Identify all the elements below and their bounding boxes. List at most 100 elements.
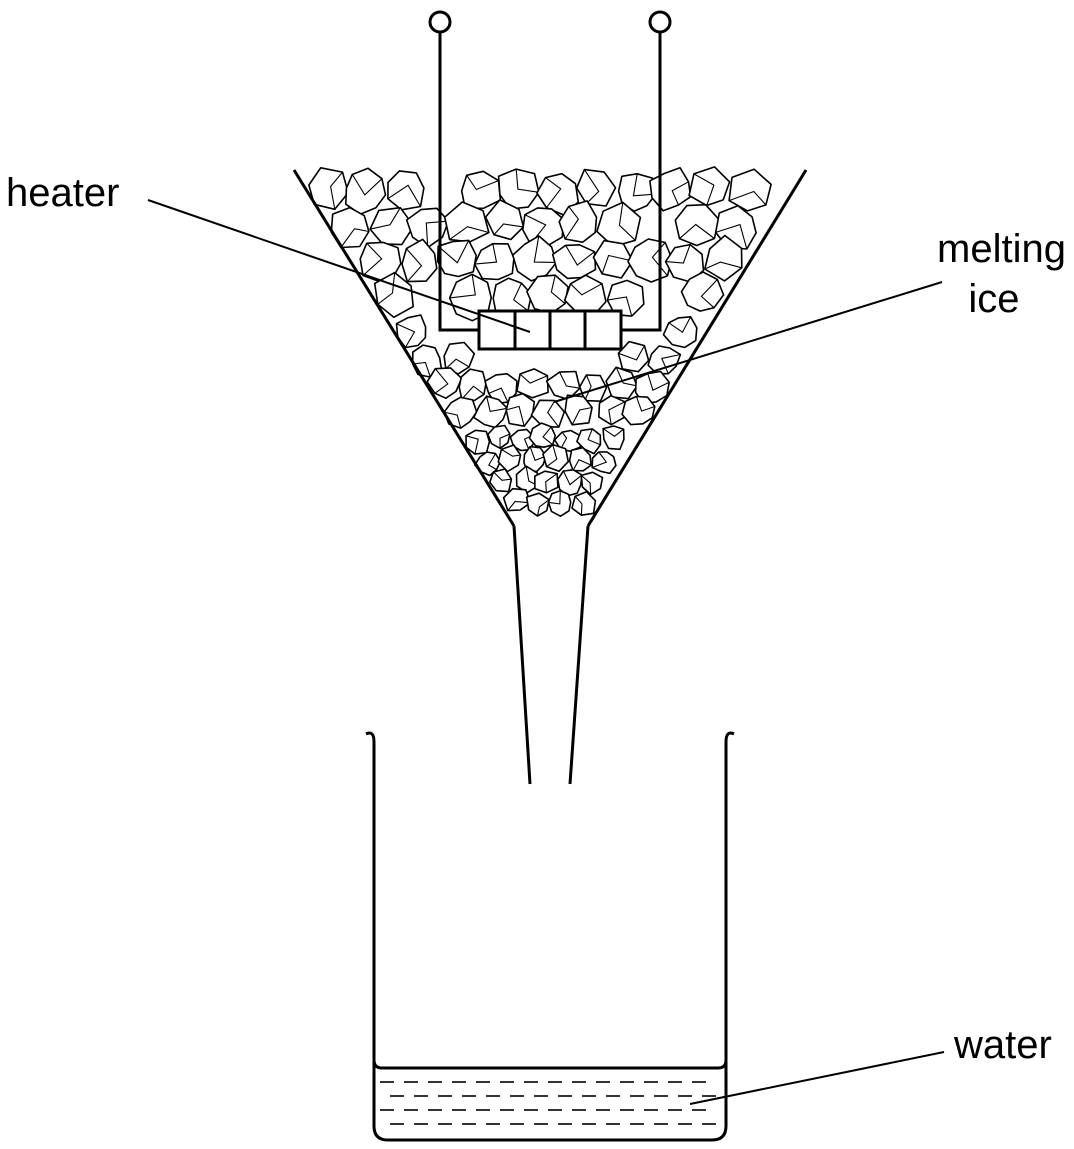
ice-cube xyxy=(627,238,673,283)
ice-crack xyxy=(608,401,626,425)
heater-leads xyxy=(428,10,672,332)
beaker xyxy=(365,731,735,1142)
ice-cube xyxy=(680,271,725,312)
terminal-right xyxy=(648,10,672,34)
ice-crack xyxy=(465,435,479,455)
water-dashes xyxy=(380,1081,716,1125)
ice-crack xyxy=(449,226,489,241)
ice-cube xyxy=(649,166,692,212)
ice-crack xyxy=(488,453,497,471)
ice-cube xyxy=(578,374,608,403)
funnel-stem-left xyxy=(512,525,532,785)
ice-cube xyxy=(443,396,478,429)
ice-crack xyxy=(546,444,558,468)
ice-crack xyxy=(618,345,645,361)
water-leader-line xyxy=(689,1051,945,1105)
ice-crack xyxy=(668,316,692,334)
ice-cube xyxy=(387,170,425,211)
ice-crack xyxy=(499,433,511,449)
ice-cube xyxy=(664,243,705,283)
ice-crack xyxy=(542,426,554,446)
ice-crack xyxy=(728,190,767,206)
ice-crack xyxy=(362,242,383,276)
ice-crack xyxy=(635,396,655,412)
ice-crack xyxy=(506,405,525,427)
ice-crack xyxy=(444,411,462,429)
ice-crack xyxy=(501,448,521,457)
ice-cube xyxy=(621,395,656,426)
ice-crack xyxy=(572,458,592,471)
ice-cube xyxy=(492,277,533,320)
ice-crack xyxy=(545,473,558,493)
funnel xyxy=(292,169,808,785)
ice-crack xyxy=(592,451,608,469)
ice-crack xyxy=(583,169,600,205)
ice-crack xyxy=(387,184,421,207)
ice-cube xyxy=(571,490,597,517)
ice-cube xyxy=(458,368,487,402)
ice-crack xyxy=(618,202,636,241)
melting-ice-label-line1: melting xyxy=(937,227,1066,271)
ice-crack xyxy=(665,244,691,264)
ice-cube xyxy=(602,425,625,451)
ice-crack xyxy=(445,358,470,370)
ice-cube xyxy=(605,366,638,400)
ice-crack xyxy=(704,261,742,270)
ice-cube xyxy=(405,207,450,249)
ice-crack xyxy=(565,245,595,266)
water-label: water xyxy=(953,1023,1052,1067)
ice-crack xyxy=(602,428,624,437)
terminal-left xyxy=(428,10,452,34)
ice-cube xyxy=(703,234,743,282)
ice-cube xyxy=(568,446,592,472)
ice-crack xyxy=(560,431,568,450)
ice-crack xyxy=(449,274,477,299)
ice-cube xyxy=(597,394,626,426)
ice-crack xyxy=(533,235,557,263)
ice-cube xyxy=(373,271,415,319)
ice-crack xyxy=(548,490,561,505)
water xyxy=(372,1059,728,1125)
ice-crack xyxy=(679,223,715,240)
ice-cube xyxy=(436,239,478,278)
ice-crack xyxy=(580,474,592,495)
ice-crack xyxy=(559,371,580,389)
ice-crack xyxy=(715,223,748,250)
ice-crack xyxy=(615,366,638,387)
ice-crack xyxy=(474,243,498,265)
ice-cube xyxy=(359,241,402,283)
ice-crack xyxy=(587,428,601,446)
ice-cube xyxy=(542,443,570,473)
ice-crack xyxy=(351,174,383,196)
ice-crack xyxy=(330,171,343,210)
ice-cube xyxy=(580,471,604,496)
ice-crack xyxy=(466,174,499,191)
ice-cube xyxy=(592,239,634,279)
ice-crack xyxy=(574,496,583,516)
ice-crack xyxy=(647,373,670,391)
ice-crack xyxy=(412,361,431,378)
ice-crack xyxy=(562,470,583,486)
ice-crack xyxy=(550,275,566,305)
ice-crack xyxy=(405,248,423,282)
ice-crack xyxy=(369,207,401,230)
heater-label: heater xyxy=(6,171,119,215)
melting-ice-leader-line xyxy=(553,281,943,403)
ice-cube xyxy=(647,345,682,375)
ice-crack xyxy=(519,373,548,384)
ice-crack xyxy=(536,499,550,517)
ice-crack xyxy=(396,323,416,348)
ice-crack xyxy=(661,353,681,374)
ice-crack xyxy=(434,368,449,394)
ice-cube xyxy=(564,394,593,426)
ice-cube xyxy=(558,200,598,243)
ice-crack xyxy=(693,173,715,206)
ice-crack xyxy=(545,177,562,208)
ice-cube xyxy=(688,166,731,207)
ice-crack xyxy=(513,282,529,312)
ice-crack xyxy=(437,240,470,264)
ice-crack xyxy=(377,272,396,305)
ice-cube xyxy=(395,314,427,349)
ice-crack xyxy=(700,279,718,309)
